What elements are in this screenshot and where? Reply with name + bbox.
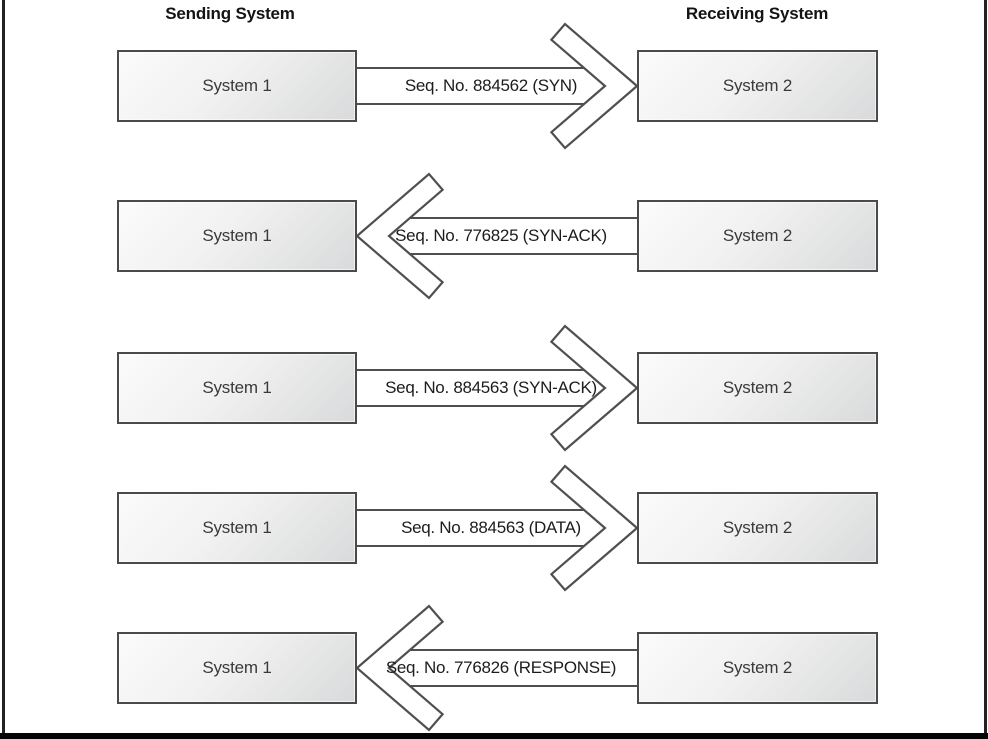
handshake-row-5: System 1 System 2 Seq. No. 776826 (RESPO… — [0, 593, 988, 739]
bottom-frame-bar — [0, 733, 988, 739]
system1-label: System 1 — [202, 76, 272, 95]
message-label: Seq. No. 884563 (SYN-ACK) — [385, 378, 597, 397]
arrow-left-icon — [355, 604, 639, 732]
system2-label: System 2 — [722, 518, 793, 537]
system2-label: System 2 — [722, 226, 793, 245]
system2-box: System 2 — [637, 352, 878, 424]
system1-label: System 1 — [202, 378, 272, 397]
sending-system-header: Sending System — [165, 4, 295, 23]
system1-box: System 1 — [117, 352, 357, 424]
message-label: Seq. No. 776825 (SYN-ACK) — [395, 226, 607, 245]
message-label: Seq. No. 884563 (DATA) — [401, 518, 581, 537]
system1-label: System 1 — [202, 658, 272, 677]
message-label: Seq. No. 884562 (SYN) — [404, 76, 578, 95]
system1-box: System 1 — [117, 492, 357, 564]
system1-label: System 1 — [202, 226, 272, 245]
left-frame-line — [2, 0, 5, 739]
handshake-row-4: System 1 System 2 Seq. No. 884563 (DATA) — [0, 453, 988, 603]
system2-box: System 2 — [637, 50, 878, 122]
system2-label: System 2 — [722, 658, 793, 677]
receiving-system-header: Receiving System — [685, 4, 829, 23]
system2-box: System 2 — [637, 632, 878, 704]
system2-label: System 2 — [722, 76, 793, 95]
arrow-right-icon — [355, 22, 639, 150]
right-frame-line — [984, 0, 987, 739]
handshake-row-1: System 1 System 2 Seq. No. 884562 (SYN) — [0, 11, 988, 161]
system1-box: System 1 — [117, 200, 357, 272]
system1-box: System 1 — [117, 50, 357, 122]
message-label: Seq. No. 776826 (RESPONSE) — [385, 658, 617, 677]
system2-box: System 2 — [637, 200, 878, 272]
arrow-right-icon — [355, 324, 639, 452]
handshake-row-2: System 1 System 2 Seq. No. 776825 (SYN-A… — [0, 161, 988, 311]
arrow-right-icon — [355, 464, 639, 592]
system1-box: System 1 — [117, 632, 357, 704]
system1-label: System 1 — [202, 518, 272, 537]
system2-label: System 2 — [722, 378, 793, 397]
system2-box: System 2 — [637, 492, 878, 564]
arrow-left-icon — [355, 172, 639, 300]
handshake-row-3: System 1 System 2 Seq. No. 884563 (SYN-A… — [0, 313, 988, 463]
